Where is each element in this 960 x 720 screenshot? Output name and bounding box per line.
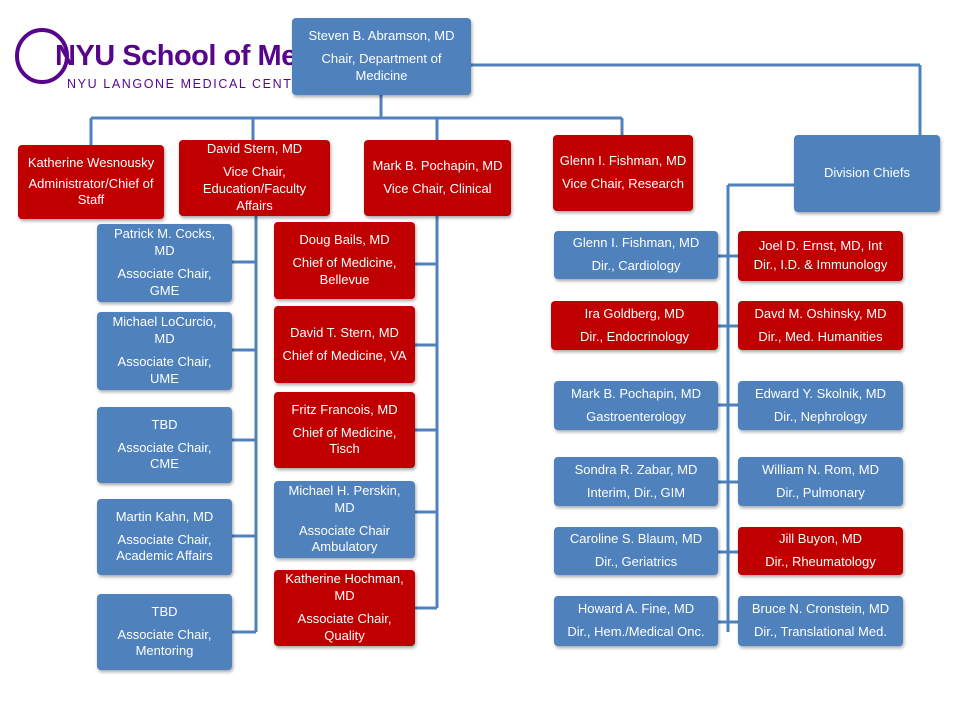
person-title: Dir., Pulmonary bbox=[776, 484, 865, 500]
education-box: Michael LoCurcio, MD Associate Chair, UM… bbox=[97, 312, 232, 390]
person-title: Gastroenterology bbox=[586, 408, 686, 424]
vice-chair-research-box: Glenn I. Fishman, MD Vice Chair, Researc… bbox=[553, 135, 693, 211]
person-title: Vice Chair, Clinical bbox=[383, 181, 492, 196]
chair-name: Steven B. Abramson, MD bbox=[308, 28, 455, 44]
division-box: Caroline S. Blaum, MD Dir., Geriatrics bbox=[554, 527, 718, 575]
person-title: Associate Chair Ambulatory bbox=[298, 522, 391, 555]
division-box: Mark B. Pochapin, MD Gastroenterology bbox=[554, 381, 718, 430]
division-chiefs-label: Division Chiefs bbox=[824, 165, 910, 181]
person-title: Dir., Med. Humanities bbox=[758, 328, 883, 344]
person-title: Chief of Medicine, VA bbox=[282, 347, 407, 363]
person-title: Dir., Hem./Medical Onc. bbox=[567, 624, 705, 639]
education-box: TBD Associate Chair, CME bbox=[97, 407, 232, 483]
person-title: Vice Chair, Research bbox=[562, 176, 684, 191]
division-box: Bruce N. Cronstein, MD Dir., Translation… bbox=[738, 596, 903, 646]
clinical-box: Doug Bails, MD Chief of Medicine, Bellev… bbox=[274, 222, 415, 299]
education-box: Martin Kahn, MD Associate Chair, Academi… bbox=[97, 499, 232, 575]
chair-title: Chair, Department of Medicine bbox=[321, 51, 442, 83]
vice-chair-education-box: David Stern, MD Vice Chair, Education/Fa… bbox=[179, 140, 330, 216]
person-name: Michael LoCurcio, MD bbox=[112, 314, 217, 347]
person-title: Chief of Medicine, Bellevue bbox=[292, 255, 397, 287]
education-box: Patrick M. Cocks, MD Associate Chair, GM… bbox=[97, 224, 232, 302]
person-title: Associate Chair, Quality bbox=[297, 611, 392, 643]
person-name: Jill Buyon, MD bbox=[778, 531, 863, 547]
division-chiefs-box: Division Chiefs bbox=[794, 135, 940, 212]
person-name: Katherine Wesnousky bbox=[27, 154, 155, 170]
division-box: Joel D. Ernst, MD, Int Dir., I.D. & Immu… bbox=[738, 231, 903, 281]
person-title: Chief of Medicine, Tisch bbox=[292, 424, 397, 457]
division-box: Davd M. Oshinsky, MD Dir., Med. Humaniti… bbox=[738, 301, 903, 350]
admin-box: Katherine Wesnousky Administrator/Chief … bbox=[18, 145, 164, 219]
person-title: Dir., Cardiology bbox=[591, 258, 681, 273]
person-name: Michael H. Perskin, MD bbox=[288, 482, 401, 515]
person-name: Mark B. Pochapin, MD bbox=[570, 385, 702, 401]
division-box: Edward Y. Skolnik, MD Dir., Nephrology bbox=[738, 381, 903, 430]
chair-box: Steven B. Abramson, MD Chair, Department… bbox=[292, 18, 471, 95]
person-title: Vice Chair, Education/Faculty Affairs bbox=[202, 164, 307, 213]
person-name: Davd M. Oshinsky, MD bbox=[754, 305, 887, 321]
person-name: Joel D. Ernst, MD, Int bbox=[758, 238, 883, 254]
division-box: Sondra R. Zabar, MD Interim, Dir., GIM bbox=[554, 457, 718, 506]
person-title: Dir., Nephrology bbox=[773, 408, 868, 424]
clinical-box: Katherine Hochman, MD Associate Chair, Q… bbox=[274, 570, 415, 646]
person-title: Dir., Translational Med. bbox=[754, 624, 887, 639]
person-name: Mark B. Pochapin, MD bbox=[372, 158, 503, 174]
logo-subtitle: NYU LANGONE MEDICAL CENTER bbox=[67, 77, 314, 91]
division-box: Glenn I. Fishman, MD Dir., Cardiology bbox=[554, 231, 718, 279]
person-title: Dir., Endocrinology bbox=[579, 328, 690, 344]
division-box: Jill Buyon, MD Dir., Rheumatology bbox=[738, 527, 903, 575]
person-title: Dir., I.D. & Immunology bbox=[753, 257, 888, 272]
person-name: Glenn I. Fishman, MD bbox=[559, 153, 687, 169]
person-name: Howard A. Fine, MD bbox=[577, 601, 695, 617]
division-box: Ira Goldberg, MD Dir., Endocrinology bbox=[551, 301, 718, 350]
person-title: Dir., Geriatrics bbox=[594, 554, 678, 569]
person-name: Caroline S. Blaum, MD bbox=[569, 531, 703, 547]
person-name: Glenn I. Fishman, MD bbox=[572, 235, 700, 251]
person-name: TBD bbox=[151, 603, 178, 619]
person-name: Patrick M. Cocks, MD bbox=[113, 226, 216, 259]
person-name: David T. Stern, MD bbox=[290, 324, 399, 340]
person-name: Doug Bails, MD bbox=[299, 232, 390, 248]
division-box: Howard A. Fine, MD Dir., Hem./Medical On… bbox=[554, 596, 718, 646]
person-name: Fritz Francois, MD bbox=[291, 401, 398, 417]
clinical-box: David T. Stern, MD Chief of Medicine, VA bbox=[274, 306, 415, 383]
person-title: Associate Chair, UME bbox=[117, 354, 212, 386]
person-name: Sondra R. Zabar, MD bbox=[574, 461, 698, 477]
person-name: Martin Kahn, MD bbox=[115, 508, 214, 524]
division-box: William N. Rom, MD Dir., Pulmonary bbox=[738, 457, 903, 506]
person-title: Associate Chair, Mentoring bbox=[117, 626, 212, 659]
person-name: TBD bbox=[151, 416, 178, 432]
person-name: Katherine Hochman, MD bbox=[285, 571, 404, 604]
education-box: TBD Associate Chair, Mentoring bbox=[97, 594, 232, 670]
person-name: Bruce N. Cronstein, MD bbox=[751, 601, 890, 617]
person-name: David Stern, MD bbox=[206, 141, 303, 157]
clinical-box: Michael H. Perskin, MD Associate Chair A… bbox=[274, 481, 415, 558]
clinical-box: Fritz Francois, MD Chief of Medicine, Ti… bbox=[274, 392, 415, 468]
person-title: Associate Chair, Academic Affairs bbox=[116, 531, 213, 564]
person-name: Edward Y. Skolnik, MD bbox=[754, 385, 887, 401]
person-title: Dir., Rheumatology bbox=[765, 554, 876, 569]
person-title: Administrator/Chief of Staff bbox=[28, 175, 154, 208]
person-title: Associate Chair, CME bbox=[117, 439, 212, 472]
person-title: Interim, Dir., GIM bbox=[586, 484, 686, 500]
person-title: Associate Chair, GME bbox=[117, 266, 212, 298]
vice-chair-clinical-box: Mark B. Pochapin, MD Vice Chair, Clinica… bbox=[364, 140, 511, 216]
person-name: William N. Rom, MD bbox=[762, 461, 879, 477]
nyu-logo: NYU School of Medicine NYU LANGONE MEDIC… bbox=[15, 22, 378, 100]
logo-torch-icon bbox=[15, 28, 69, 84]
person-name: Ira Goldberg, MD bbox=[584, 305, 685, 321]
